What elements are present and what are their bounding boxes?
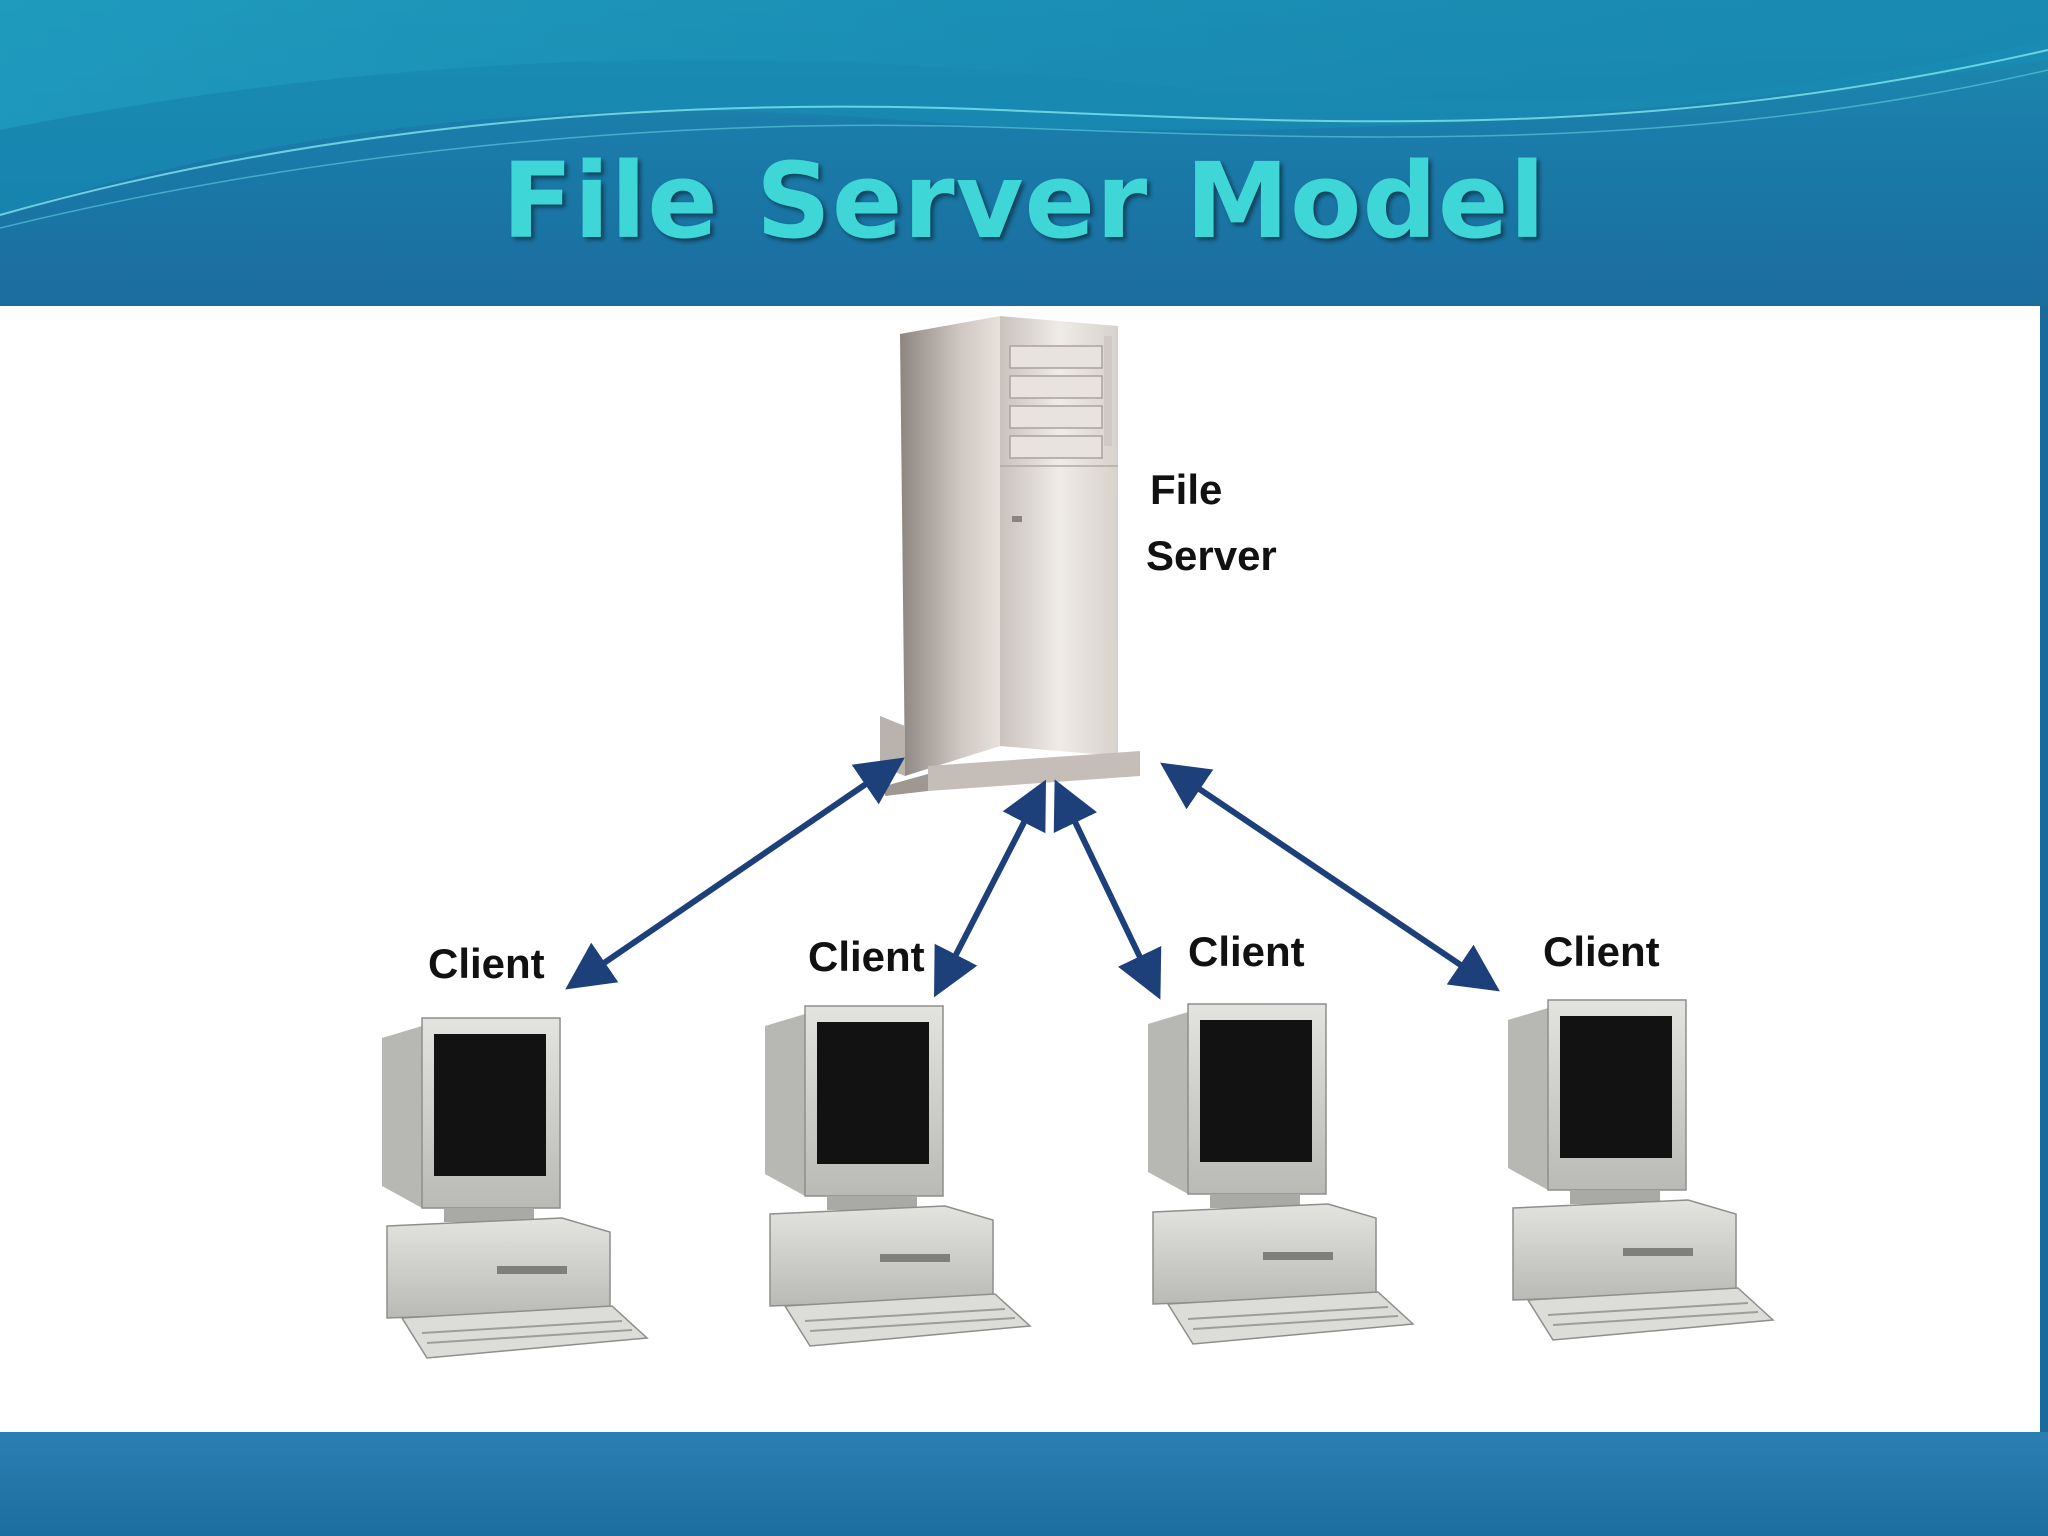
client-label-4: Client xyxy=(1543,928,1660,975)
slide-header: File Server Model xyxy=(0,0,2048,306)
client-label-2: Client xyxy=(808,933,925,980)
file-server-diagram: File Server Client Client Client Client xyxy=(382,316,1775,1359)
connection-arrows xyxy=(565,757,1500,1000)
arrow-client-3 xyxy=(1053,779,1162,1000)
header-wave-decoration xyxy=(0,0,2048,306)
slide-title: File Server Model xyxy=(501,140,1547,262)
client-label-1: Client xyxy=(428,940,545,987)
file-server-tower xyxy=(880,316,1140,796)
arrow-client-2 xyxy=(934,779,1046,998)
arrow-client-4 xyxy=(1160,762,1500,992)
diagram-panel: File Server Client Client Client Client xyxy=(0,306,2040,1432)
client-label-3: Client xyxy=(1188,928,1305,975)
client-computer-1 xyxy=(382,1017,649,1359)
slide-footer-band xyxy=(0,1432,2048,1536)
client-computer-2 xyxy=(765,1005,1032,1347)
server-label-line1: File xyxy=(1150,466,1222,513)
server-label-line2: Server xyxy=(1146,532,1277,579)
slide-right-edge xyxy=(2040,306,2048,1432)
client-computer-3 xyxy=(1148,1003,1415,1345)
client-computer-4 xyxy=(1508,999,1775,1341)
arrow-client-1 xyxy=(565,757,905,990)
